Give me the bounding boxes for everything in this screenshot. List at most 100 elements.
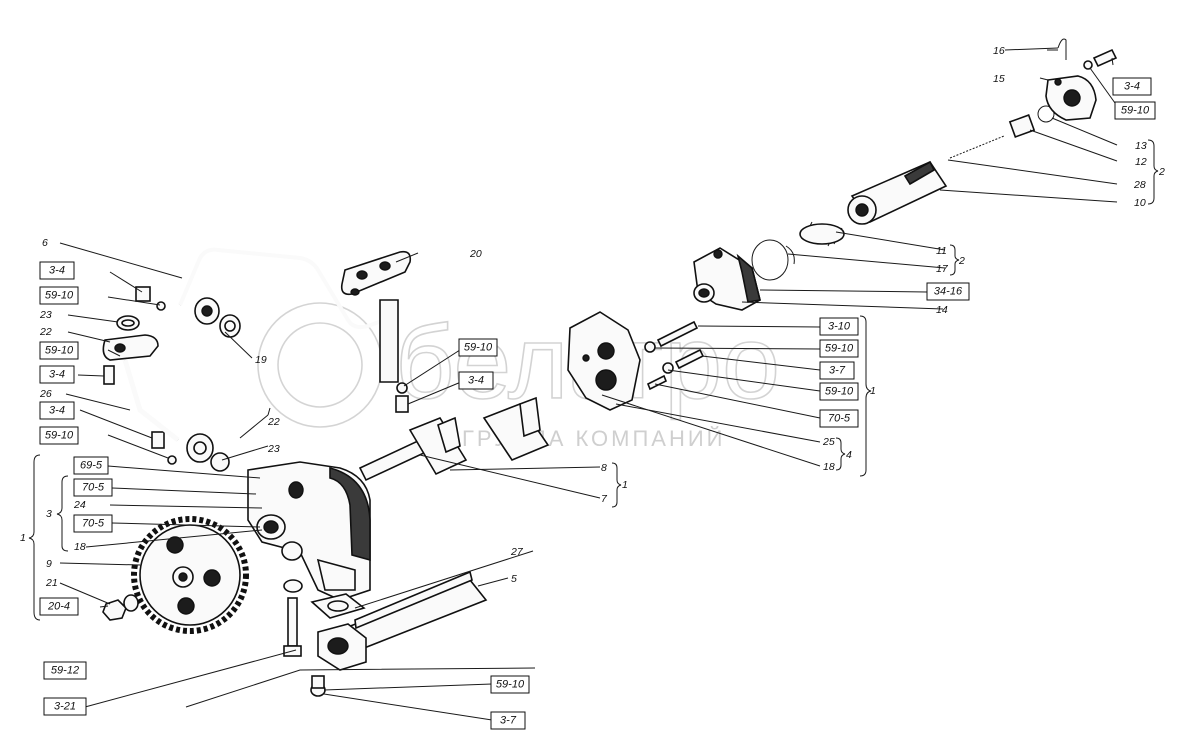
label-28: 28 bbox=[1133, 179, 1146, 191]
svg-text:3-7: 3-7 bbox=[500, 715, 517, 727]
svg-text:70-5: 70-5 bbox=[82, 482, 105, 494]
callout-3-4-e: 3-4 bbox=[1112, 77, 1152, 96]
oil-receiver-5 bbox=[317, 570, 488, 671]
valve-sleeve-10 bbox=[847, 160, 948, 225]
callout-3-7-b: 3-7 bbox=[490, 711, 526, 730]
gear-9 bbox=[131, 516, 249, 634]
flange-20 bbox=[340, 250, 412, 383]
label-22b: 22 bbox=[267, 416, 280, 428]
label-12: 12 bbox=[1135, 156, 1147, 168]
label-21: 21 bbox=[45, 577, 58, 589]
svg-text:3-4: 3-4 bbox=[1124, 81, 1140, 93]
label-1b: 1 bbox=[622, 479, 628, 491]
callout-59-10-b: 59-10 bbox=[39, 341, 79, 360]
svg-text:3-4: 3-4 bbox=[49, 369, 65, 381]
callout-3-4-a: 3-4 bbox=[39, 261, 75, 280]
label-26: 26 bbox=[39, 388, 52, 400]
label-23b: 23 bbox=[267, 443, 280, 455]
label-25: 25 bbox=[822, 436, 835, 448]
svg-text:59-10: 59-10 bbox=[496, 679, 525, 691]
leader-lines bbox=[59, 47, 1118, 721]
long-bolt bbox=[283, 579, 326, 697]
driven-gear-8 bbox=[482, 396, 550, 461]
svg-text:59-10: 59-10 bbox=[45, 290, 74, 302]
ring-17 bbox=[751, 239, 795, 281]
label-2: 2 bbox=[958, 255, 965, 267]
valve-spring-28 bbox=[949, 114, 1036, 159]
callout-59-10-d: 59-10 bbox=[458, 338, 498, 357]
label-18: 18 bbox=[74, 541, 86, 553]
label-5: 5 bbox=[511, 573, 517, 585]
label-9: 9 bbox=[46, 558, 52, 570]
callout-59-10-c: 59-10 bbox=[39, 426, 79, 445]
label-22: 22 bbox=[39, 326, 52, 338]
callout-3-10: 3-10 bbox=[819, 317, 859, 336]
svg-text:70-5: 70-5 bbox=[828, 413, 851, 425]
svg-text:59-10: 59-10 bbox=[45, 430, 74, 442]
callout-69-5: 69-5 bbox=[73, 456, 109, 475]
pump-cover-4 bbox=[567, 311, 641, 411]
label-13: 13 bbox=[1135, 140, 1147, 152]
callout-34-16: 34-16 bbox=[926, 282, 970, 301]
svg-text:70-5: 70-5 bbox=[82, 518, 105, 530]
oil-pipe-6 bbox=[178, 247, 391, 330]
label-16: 16 bbox=[993, 45, 1005, 57]
label-1: 1 bbox=[20, 532, 26, 544]
bolts-left bbox=[103, 286, 409, 465]
svg-text:59-10: 59-10 bbox=[464, 342, 493, 354]
callout-59-12: 59-12 bbox=[43, 661, 87, 680]
svg-text:69-5: 69-5 bbox=[80, 460, 103, 472]
brackets bbox=[28, 139, 1159, 621]
callout-59-10-f: 59-10 bbox=[819, 339, 859, 358]
svg-text:3-4: 3-4 bbox=[468, 375, 484, 387]
pump-body-3 bbox=[247, 461, 371, 601]
callout-59-10-a: 59-10 bbox=[39, 286, 79, 305]
callout-59-10-h: 59-10 bbox=[490, 675, 530, 694]
label-7: 7 bbox=[601, 493, 608, 505]
svg-text:3-4: 3-4 bbox=[49, 265, 65, 277]
valve-housing-14 bbox=[693, 247, 761, 311]
callout-boxes: 3-4 59-10 59-10 3-4 3-4 59-10 69-5 70-5 … bbox=[39, 77, 1156, 730]
label-6: 6 bbox=[42, 237, 48, 249]
svg-text:3-7: 3-7 bbox=[829, 365, 846, 377]
label-8: 8 bbox=[601, 462, 607, 474]
label-24: 24 bbox=[73, 499, 86, 511]
callout-70-5-a: 70-5 bbox=[73, 478, 113, 497]
label-18b: 18 bbox=[823, 461, 835, 473]
svg-text:3-10: 3-10 bbox=[828, 321, 851, 333]
callout-70-5-b: 70-5 bbox=[73, 514, 113, 533]
label-27: 27 bbox=[510, 546, 524, 558]
label-2b: 2 bbox=[1158, 166, 1165, 178]
label-15: 15 bbox=[993, 73, 1005, 85]
svg-text:59-10: 59-10 bbox=[825, 386, 854, 398]
ring-13 bbox=[1037, 105, 1055, 123]
callout-20-4: 20-4 bbox=[39, 597, 79, 616]
label-17: 17 bbox=[936, 263, 949, 275]
spring-11 bbox=[799, 221, 845, 247]
svg-text:3-21: 3-21 bbox=[54, 701, 76, 713]
svg-text:59-10: 59-10 bbox=[1121, 105, 1150, 117]
svg-text:20-4: 20-4 bbox=[47, 601, 70, 613]
drive-shaft-7 bbox=[358, 416, 468, 482]
svg-text:59-10: 59-10 bbox=[45, 345, 74, 357]
flange-15 bbox=[1045, 38, 1097, 121]
callout-70-5-c: 70-5 bbox=[819, 409, 859, 428]
svg-text:59-12: 59-12 bbox=[51, 665, 79, 677]
bolt-top-right bbox=[1083, 48, 1118, 70]
label-4: 4 bbox=[846, 449, 852, 461]
callout-59-10-g: 59-10 bbox=[819, 382, 859, 401]
svg-text:34-16: 34-16 bbox=[934, 286, 963, 298]
label-20: 20 bbox=[469, 248, 482, 260]
callout-3-21: 3-21 bbox=[43, 697, 87, 716]
callout-3-4-c: 3-4 bbox=[39, 401, 75, 420]
label-1c: 1 bbox=[870, 385, 876, 397]
label-23: 23 bbox=[39, 309, 52, 321]
label-3: 3 bbox=[46, 508, 52, 520]
gasket-27 bbox=[310, 593, 366, 619]
gasket-19 bbox=[194, 297, 241, 338]
label-11: 11 bbox=[936, 245, 947, 257]
callout-3-4-d: 3-4 bbox=[458, 371, 494, 390]
nut-21 bbox=[102, 594, 139, 621]
callout-3-7-a: 3-7 bbox=[819, 361, 855, 380]
